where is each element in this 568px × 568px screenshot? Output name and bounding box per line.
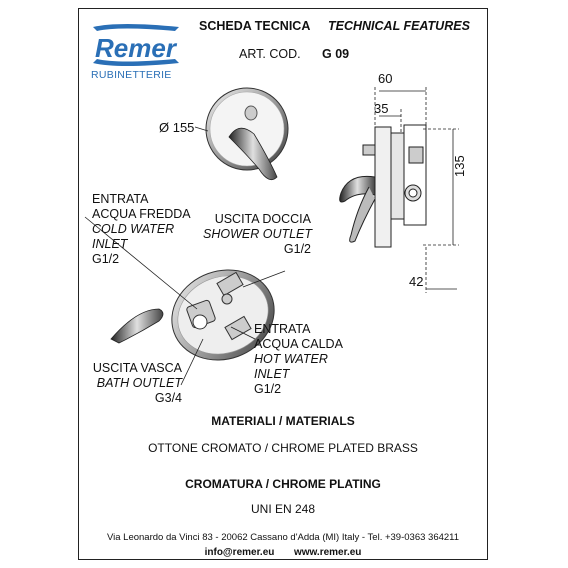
side-view-mixer (339, 124, 427, 248)
dim-height: 135 (452, 155, 467, 177)
materials-value: OTTONE CROMATO / CHROME PLATED BRASS (148, 441, 418, 455)
remer-logo-mark: Remer (93, 24, 179, 66)
label-cold-water-inlet: ENTRATA ACQUA FREDDA COLD WATER INLET G1… (92, 192, 191, 266)
art-code-label: ART. COD. (239, 47, 301, 61)
title-italian: SCHEDA TECNICA (199, 19, 311, 33)
dim-depth-total: 60 (378, 71, 393, 86)
materials-heading: MATERIALI / MATERIALS (211, 414, 355, 428)
leader-lines (84, 216, 286, 386)
dimension-lines (374, 87, 459, 293)
logo-wordmark: Remer (95, 33, 178, 63)
art-code-value: G 09 (322, 47, 350, 61)
technical-sheet: Remer RUBINETTERIE SCHEDA TECNICA TECHNI… (78, 8, 488, 560)
remer-logo: Remer RUBINETTERIE (89, 19, 184, 89)
label-bath-outlet: USCITA VASCA BATH OUTLET G3/4 (92, 361, 182, 405)
plating-value: UNI EN 248 (250, 502, 316, 516)
footer-email[interactable]: info@remer.eu (204, 547, 275, 558)
label-hot-water-inlet: ENTRATA ACQUA CALDA HOT WATER INLET G1/2 (254, 322, 343, 396)
footer-contacts: info@remer.eu www.remer.eu (79, 547, 487, 558)
dim-bottom: 42 (409, 274, 424, 289)
dim-depth-plate: 35 (374, 101, 389, 116)
technical-drawing (84, 87, 459, 386)
plating-heading: CROMATURA / CHROME PLATING (185, 477, 381, 491)
logo-subtitle: RUBINETTERIE (91, 69, 172, 81)
front-view-mixer (205, 87, 289, 181)
label-shower-outlet: USCITA DOCCIA SHOWER OUTLET G1/2 (203, 212, 313, 256)
dim-diameter: Ø 155 (159, 120, 195, 135)
title-english: TECHNICAL FEATURES (328, 19, 470, 33)
footer-website[interactable]: www.remer.eu (293, 547, 362, 558)
footer-address: Via Leonardo da Vinci 83 - 20062 Cassano… (106, 532, 460, 543)
